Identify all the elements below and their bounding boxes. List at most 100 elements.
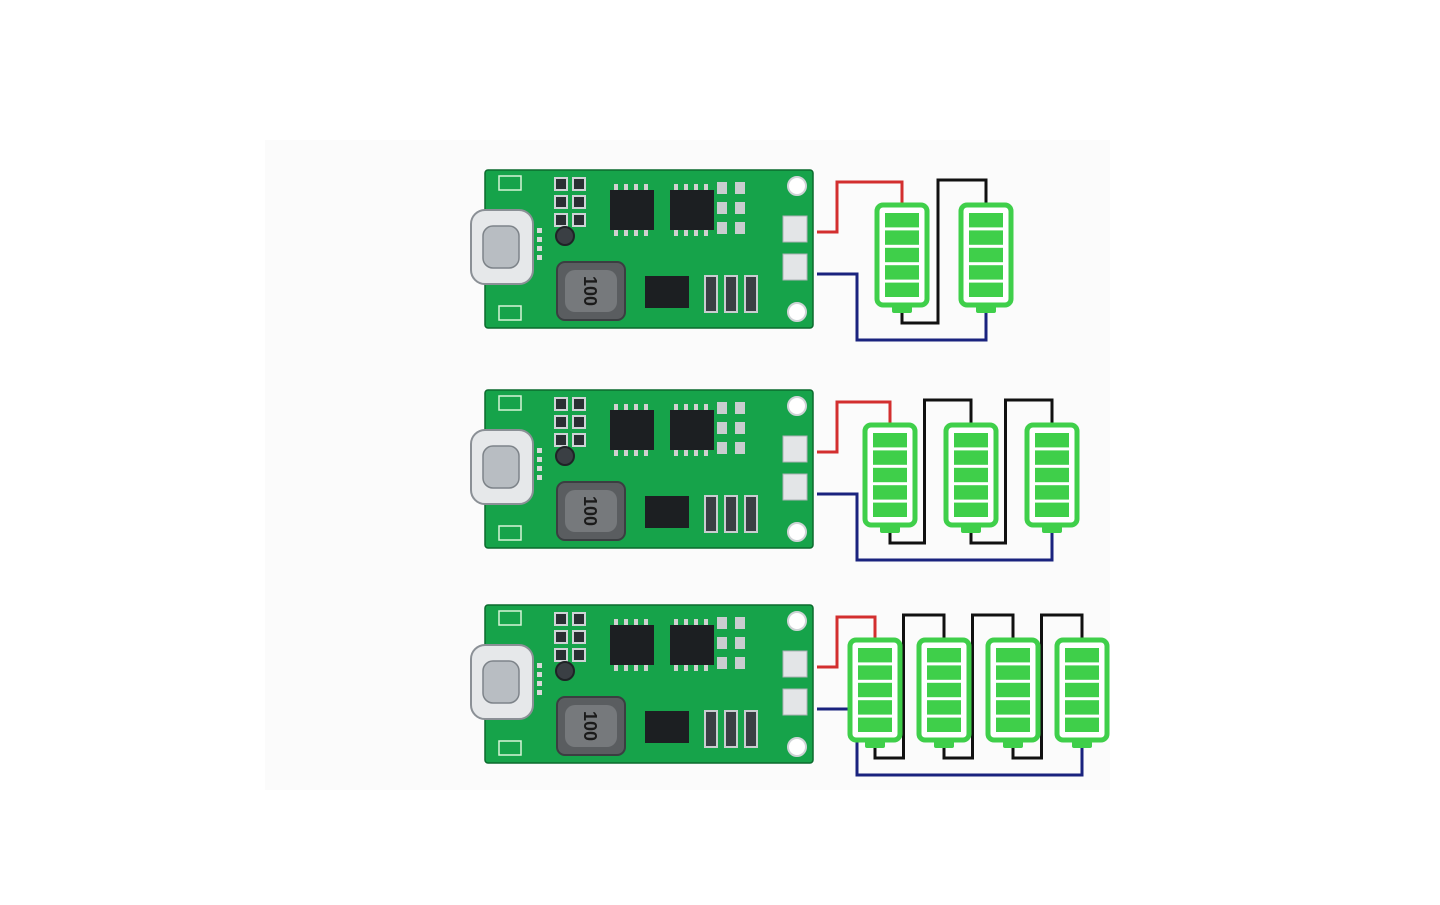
mounting-hole [787, 737, 807, 757]
ic-chip [610, 190, 654, 230]
smd-pad [537, 246, 542, 251]
ic-pin [644, 184, 648, 190]
ic-pin [674, 184, 678, 190]
battery-cell [969, 282, 1003, 297]
ic-pin [634, 404, 638, 410]
smd-pad [537, 466, 542, 471]
ic-pin [624, 619, 628, 625]
smd-resistor [717, 182, 727, 194]
ic-pin [684, 230, 688, 236]
ic-pin [684, 665, 688, 671]
resistor [744, 710, 758, 748]
smd-resistor [735, 202, 745, 214]
battery-cell [969, 265, 1003, 280]
inductor-label: 100 [580, 711, 600, 741]
wire-positive [817, 180, 904, 234]
ic-chip [670, 410, 714, 450]
ic-pin [614, 184, 618, 190]
battery-cell [996, 665, 1030, 680]
usb-c-port-inner [482, 225, 520, 269]
mounting-hole [787, 611, 807, 631]
ic-pin [674, 450, 678, 456]
mosfet [645, 496, 689, 528]
smd-resistor [735, 422, 745, 434]
wire-negative [817, 707, 1084, 777]
mounting-hole [787, 522, 807, 542]
ic-pin [694, 184, 698, 190]
smd-pad [537, 448, 542, 453]
smd-component [554, 195, 568, 209]
battery-cell [1065, 717, 1099, 732]
wire-series-link [1011, 613, 1084, 760]
wire-positive [817, 615, 877, 669]
battery-cell [885, 230, 919, 245]
smd-component [554, 213, 568, 227]
output-pad-positive [782, 435, 808, 463]
smd-pad [537, 255, 542, 260]
ic-pin [704, 230, 708, 236]
round-component [555, 661, 575, 681]
battery-cell [885, 247, 919, 263]
battery-cell [954, 467, 988, 483]
ic-pin [684, 450, 688, 456]
ic-pin [644, 619, 648, 625]
battery-cell [927, 700, 961, 715]
ic-chip [670, 625, 714, 665]
smd-resistor [735, 402, 745, 414]
ic-pin [704, 450, 708, 456]
battery-cell [885, 213, 919, 228]
ic-pin [704, 665, 708, 671]
battery-cell [927, 648, 961, 663]
smd-resistor [717, 202, 727, 214]
battery-cell [996, 682, 1030, 698]
wire-series-link [969, 398, 1054, 545]
smd-component [572, 612, 586, 626]
usb-c-port-inner [482, 445, 520, 489]
ic-pin [694, 404, 698, 410]
smd-pad [537, 663, 542, 668]
battery-cell [969, 230, 1003, 245]
battery-cell [1065, 648, 1099, 663]
mounting-hole [787, 396, 807, 416]
ic-pin [624, 665, 628, 671]
resistor [704, 495, 718, 533]
silkscreen-mark [498, 740, 522, 756]
smd-component [554, 433, 568, 447]
wire-positive [817, 400, 892, 454]
usb-c-port-inner [482, 660, 520, 704]
silkscreen-mark [498, 525, 522, 541]
smd-resistor [717, 442, 727, 454]
battery-cell [927, 717, 961, 732]
ic-pin [614, 404, 618, 410]
battery-cell [954, 433, 988, 448]
ic-pin [624, 404, 628, 410]
battery-cell [873, 502, 907, 517]
silkscreen-mark [498, 610, 522, 626]
mounting-hole [787, 176, 807, 196]
inductor-label: 100 [580, 276, 600, 306]
ic-pin [634, 619, 638, 625]
inductor-label: 100 [580, 496, 600, 526]
smd-component [554, 397, 568, 411]
battery-cell [873, 433, 907, 448]
battery-cell [858, 648, 892, 663]
ic-pin [674, 230, 678, 236]
ic-pin [624, 450, 628, 456]
mosfet [645, 276, 689, 308]
inductor-core [565, 705, 617, 747]
smd-pad [537, 681, 542, 686]
ic-pin [634, 184, 638, 190]
wire-negative [817, 492, 1054, 562]
round-component [555, 446, 575, 466]
battery-cell [858, 700, 892, 715]
ic-chip [610, 410, 654, 450]
ic-pin [644, 230, 648, 236]
ic-pin [694, 450, 698, 456]
smd-resistor [735, 637, 745, 649]
mounting-hole [787, 302, 807, 322]
smd-resistor [717, 657, 727, 669]
resistor [744, 495, 758, 533]
ic-pin [634, 665, 638, 671]
ic-pin [704, 619, 708, 625]
wire-series-link [900, 178, 988, 325]
